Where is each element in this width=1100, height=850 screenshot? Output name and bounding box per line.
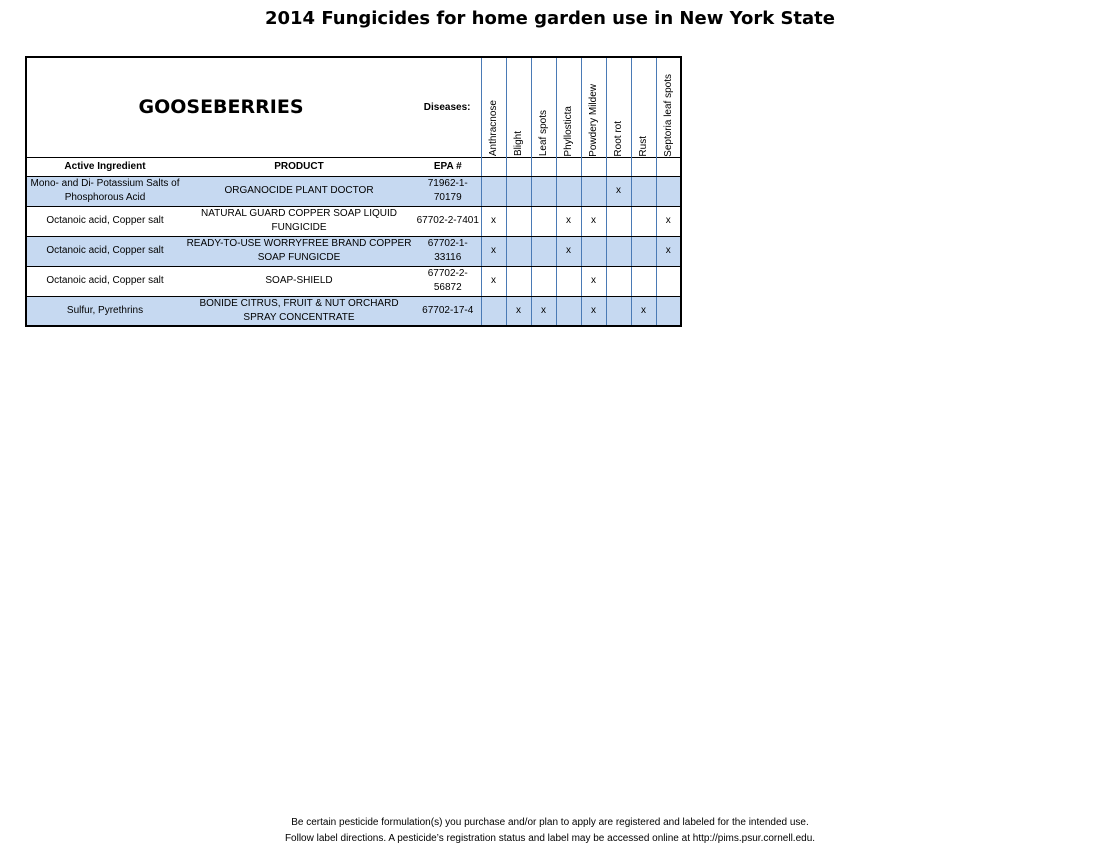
disease-mark-cell	[555, 296, 582, 327]
disease-mark-cell	[655, 176, 682, 207]
epa-cell: 67702-2-56872	[415, 266, 481, 297]
disease-header: Anthracnose	[480, 57, 507, 157]
disease-name: Blight	[513, 131, 524, 157]
table-row: Mono- and Di- Potassium Salts of Phospho…	[26, 176, 682, 207]
footer-line-2: Follow label directions. A pesticide’s r…	[284, 833, 816, 844]
epa-cell: 67702-1-33116	[415, 236, 481, 267]
disease-mark-cell	[605, 296, 632, 327]
footer-note: Be certain pesticide formulation(s) you …	[0, 815, 1100, 847]
disease-mark-cell	[530, 266, 557, 297]
disease-mark-cell: x	[555, 236, 582, 267]
disease-name: Root rot	[613, 120, 624, 157]
disease-mark-cell	[555, 176, 582, 207]
disease-mark-cell	[530, 236, 557, 267]
disease-mark-cell	[655, 296, 682, 327]
disease-name: Rust	[638, 135, 649, 157]
column-header-product: PRODUCT	[183, 156, 415, 177]
disease-header: Powdery Mildew	[580, 57, 607, 157]
disease-mark-cell: x	[630, 296, 657, 327]
diseases-label: Diseases:	[423, 101, 471, 113]
disease-mark-cell	[555, 266, 582, 297]
disease-mark-cell	[630, 206, 657, 237]
ingredient-cell: Octanoic acid, Copper salt	[26, 236, 183, 267]
epa-cell: 67702-2-7401	[415, 206, 481, 237]
disease-mark-cell	[605, 266, 632, 297]
disease-mark-cell: x	[580, 296, 607, 327]
disease-mark-cell: x	[480, 266, 507, 297]
disease-mark-cell	[630, 176, 657, 207]
disease-mark-cell: x	[505, 296, 532, 327]
ingredient-cell: Octanoic acid, Copper salt	[26, 266, 183, 297]
disease-name: Phyllosticta	[563, 105, 574, 157]
disease-mark-cell	[605, 206, 632, 237]
disease-mark-cell	[505, 176, 532, 207]
disease-mark-cell: x	[580, 206, 607, 237]
product-cell: SOAP-SHIELD	[183, 266, 415, 297]
product-cell: BONIDE CITRUS, FRUIT & NUT ORCHARD SPRAY…	[183, 296, 415, 327]
disease-mark-cell	[530, 206, 557, 237]
disease-name: Septoria leaf spots	[662, 73, 674, 157]
disease-mark-cell	[630, 266, 657, 297]
column-header-row: Active Ingredient PRODUCT EPA #	[26, 156, 682, 177]
disease-name: Anthracnose	[488, 100, 499, 157]
disease-mark-cell	[505, 266, 532, 297]
disease-mark-cell	[480, 296, 507, 327]
disease-mark-cell: x	[555, 206, 582, 237]
epa-cell: 71962-1-70179	[415, 176, 481, 207]
page-title: 2014 Fungicides for home garden use in N…	[264, 8, 835, 29]
disease-mark-cell	[630, 236, 657, 267]
disease-header: Phyllosticta	[555, 57, 582, 157]
disease-mark-cell	[480, 176, 507, 207]
crop-title: GOOSEBERRIES	[138, 96, 304, 119]
product-cell: ORGANOCIDE PLANT DOCTOR	[183, 176, 415, 207]
table-body: Mono- and Di- Potassium Salts of Phospho…	[26, 176, 682, 327]
ingredient-cell: Octanoic acid, Copper salt	[26, 206, 183, 237]
disease-mark-cell: x	[655, 236, 682, 267]
footer-line-1: Be certain pesticide formulation(s) you …	[291, 817, 809, 828]
disease-mark-cell: x	[530, 296, 557, 327]
ingredient-cell: Mono- and Di- Potassium Salts of Phospho…	[26, 176, 183, 207]
disease-mark-cell: x	[580, 266, 607, 297]
column-header-epa: EPA #	[415, 156, 481, 177]
disease-mark-cell	[655, 266, 682, 297]
disease-mark-cell	[580, 176, 607, 207]
column-header-ingredient: Active Ingredient	[26, 156, 183, 177]
disease-mark-cell	[505, 206, 532, 237]
disease-name: Leaf spots	[538, 110, 549, 157]
disease-mark-cell: x	[655, 206, 682, 237]
disease-mark-cell	[605, 236, 632, 267]
disease-mark-cell: x	[605, 176, 632, 207]
disease-mark-cell	[530, 176, 557, 207]
product-cell: READY-TO-USE WORRYFREE BRAND COPPER SOAP…	[183, 236, 415, 267]
disease-mark-cell: x	[480, 236, 507, 267]
disease-mark-cell	[505, 236, 532, 267]
disease-header: Septoria leaf spots	[655, 57, 682, 157]
disease-name: Powdery Mildew	[588, 83, 599, 157]
disease-header: Root rot	[605, 57, 632, 157]
table-header-row: GOOSEBERRIES Diseases: Anthracnose Bligh…	[26, 57, 682, 157]
disease-header: Leaf spots	[530, 57, 557, 157]
epa-cell: 67702-17-4	[415, 296, 481, 327]
ingredient-cell: Sulfur, Pyrethrins	[26, 296, 183, 327]
disease-mark-cell: x	[480, 206, 507, 237]
disease-header: Rust	[630, 57, 657, 157]
disease-header: Blight	[505, 57, 532, 157]
fungicide-table: GOOSEBERRIES Diseases: Anthracnose Bligh…	[25, 56, 682, 327]
product-cell: NATURAL GUARD COPPER SOAP LIQUID FUNGICI…	[183, 206, 415, 237]
disease-mark-cell	[580, 236, 607, 267]
